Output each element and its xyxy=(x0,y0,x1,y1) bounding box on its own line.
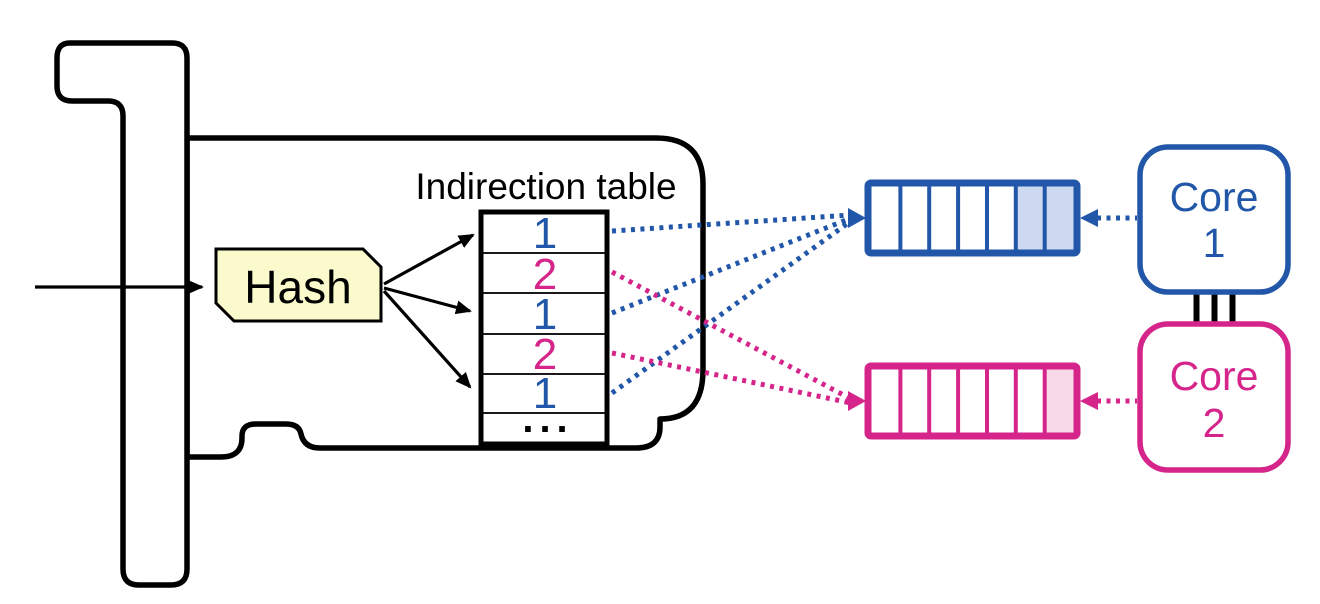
core2-number: 2 xyxy=(1203,400,1226,446)
queue1-outline xyxy=(864,179,1081,257)
core2-box: Core 2 xyxy=(1137,321,1291,473)
table-row-ellipsis: ... xyxy=(522,397,573,441)
hash-to-table-arrow-1 xyxy=(383,233,475,286)
table-row-value: 2 xyxy=(533,330,557,379)
queue2-filled-cells xyxy=(1044,369,1074,433)
core2-outline xyxy=(1137,321,1291,473)
table-to-queue1-link-3 xyxy=(610,218,853,396)
core1-box: Core 1 xyxy=(1137,144,1291,295)
indirection-table-title: Indirection table xyxy=(415,166,676,207)
core2-queue xyxy=(864,362,1081,440)
queue2-outline xyxy=(864,362,1081,440)
table-to-queue1-link-1 xyxy=(611,212,852,234)
table-row-value: 1 xyxy=(533,290,557,339)
core1-label: Core xyxy=(1170,174,1259,220)
indirection-table-outline xyxy=(478,209,610,447)
queue2-core-arrowhead xyxy=(1080,392,1098,410)
queue1-core-arrowhead xyxy=(1080,209,1098,227)
core2-label: Core xyxy=(1170,353,1259,399)
core-interconnect-pins xyxy=(1193,293,1236,324)
queue2-in-arrowhead xyxy=(848,391,866,411)
hash-box xyxy=(214,247,383,323)
core1-queue xyxy=(864,179,1081,257)
hash-label: Hash xyxy=(244,261,351,313)
hash-to-table-arrow-3 xyxy=(382,289,472,389)
table-row-value: 1 xyxy=(533,209,557,258)
queue2-body xyxy=(868,366,1077,436)
queue1-in-arrowhead xyxy=(848,208,866,228)
table-row-value: 1 xyxy=(533,369,557,418)
hash-to-table-arrow-2 xyxy=(383,286,472,315)
indirection-table: 1 2 1 2 1 ... xyxy=(478,209,610,447)
nic-bracket xyxy=(54,40,190,588)
table-to-queue2-link-2 xyxy=(611,350,852,406)
core1-outline xyxy=(1137,144,1291,295)
table-to-queue2-link-1 xyxy=(610,269,853,402)
core1-number: 1 xyxy=(1203,220,1226,266)
table-row-value: 2 xyxy=(533,250,557,299)
